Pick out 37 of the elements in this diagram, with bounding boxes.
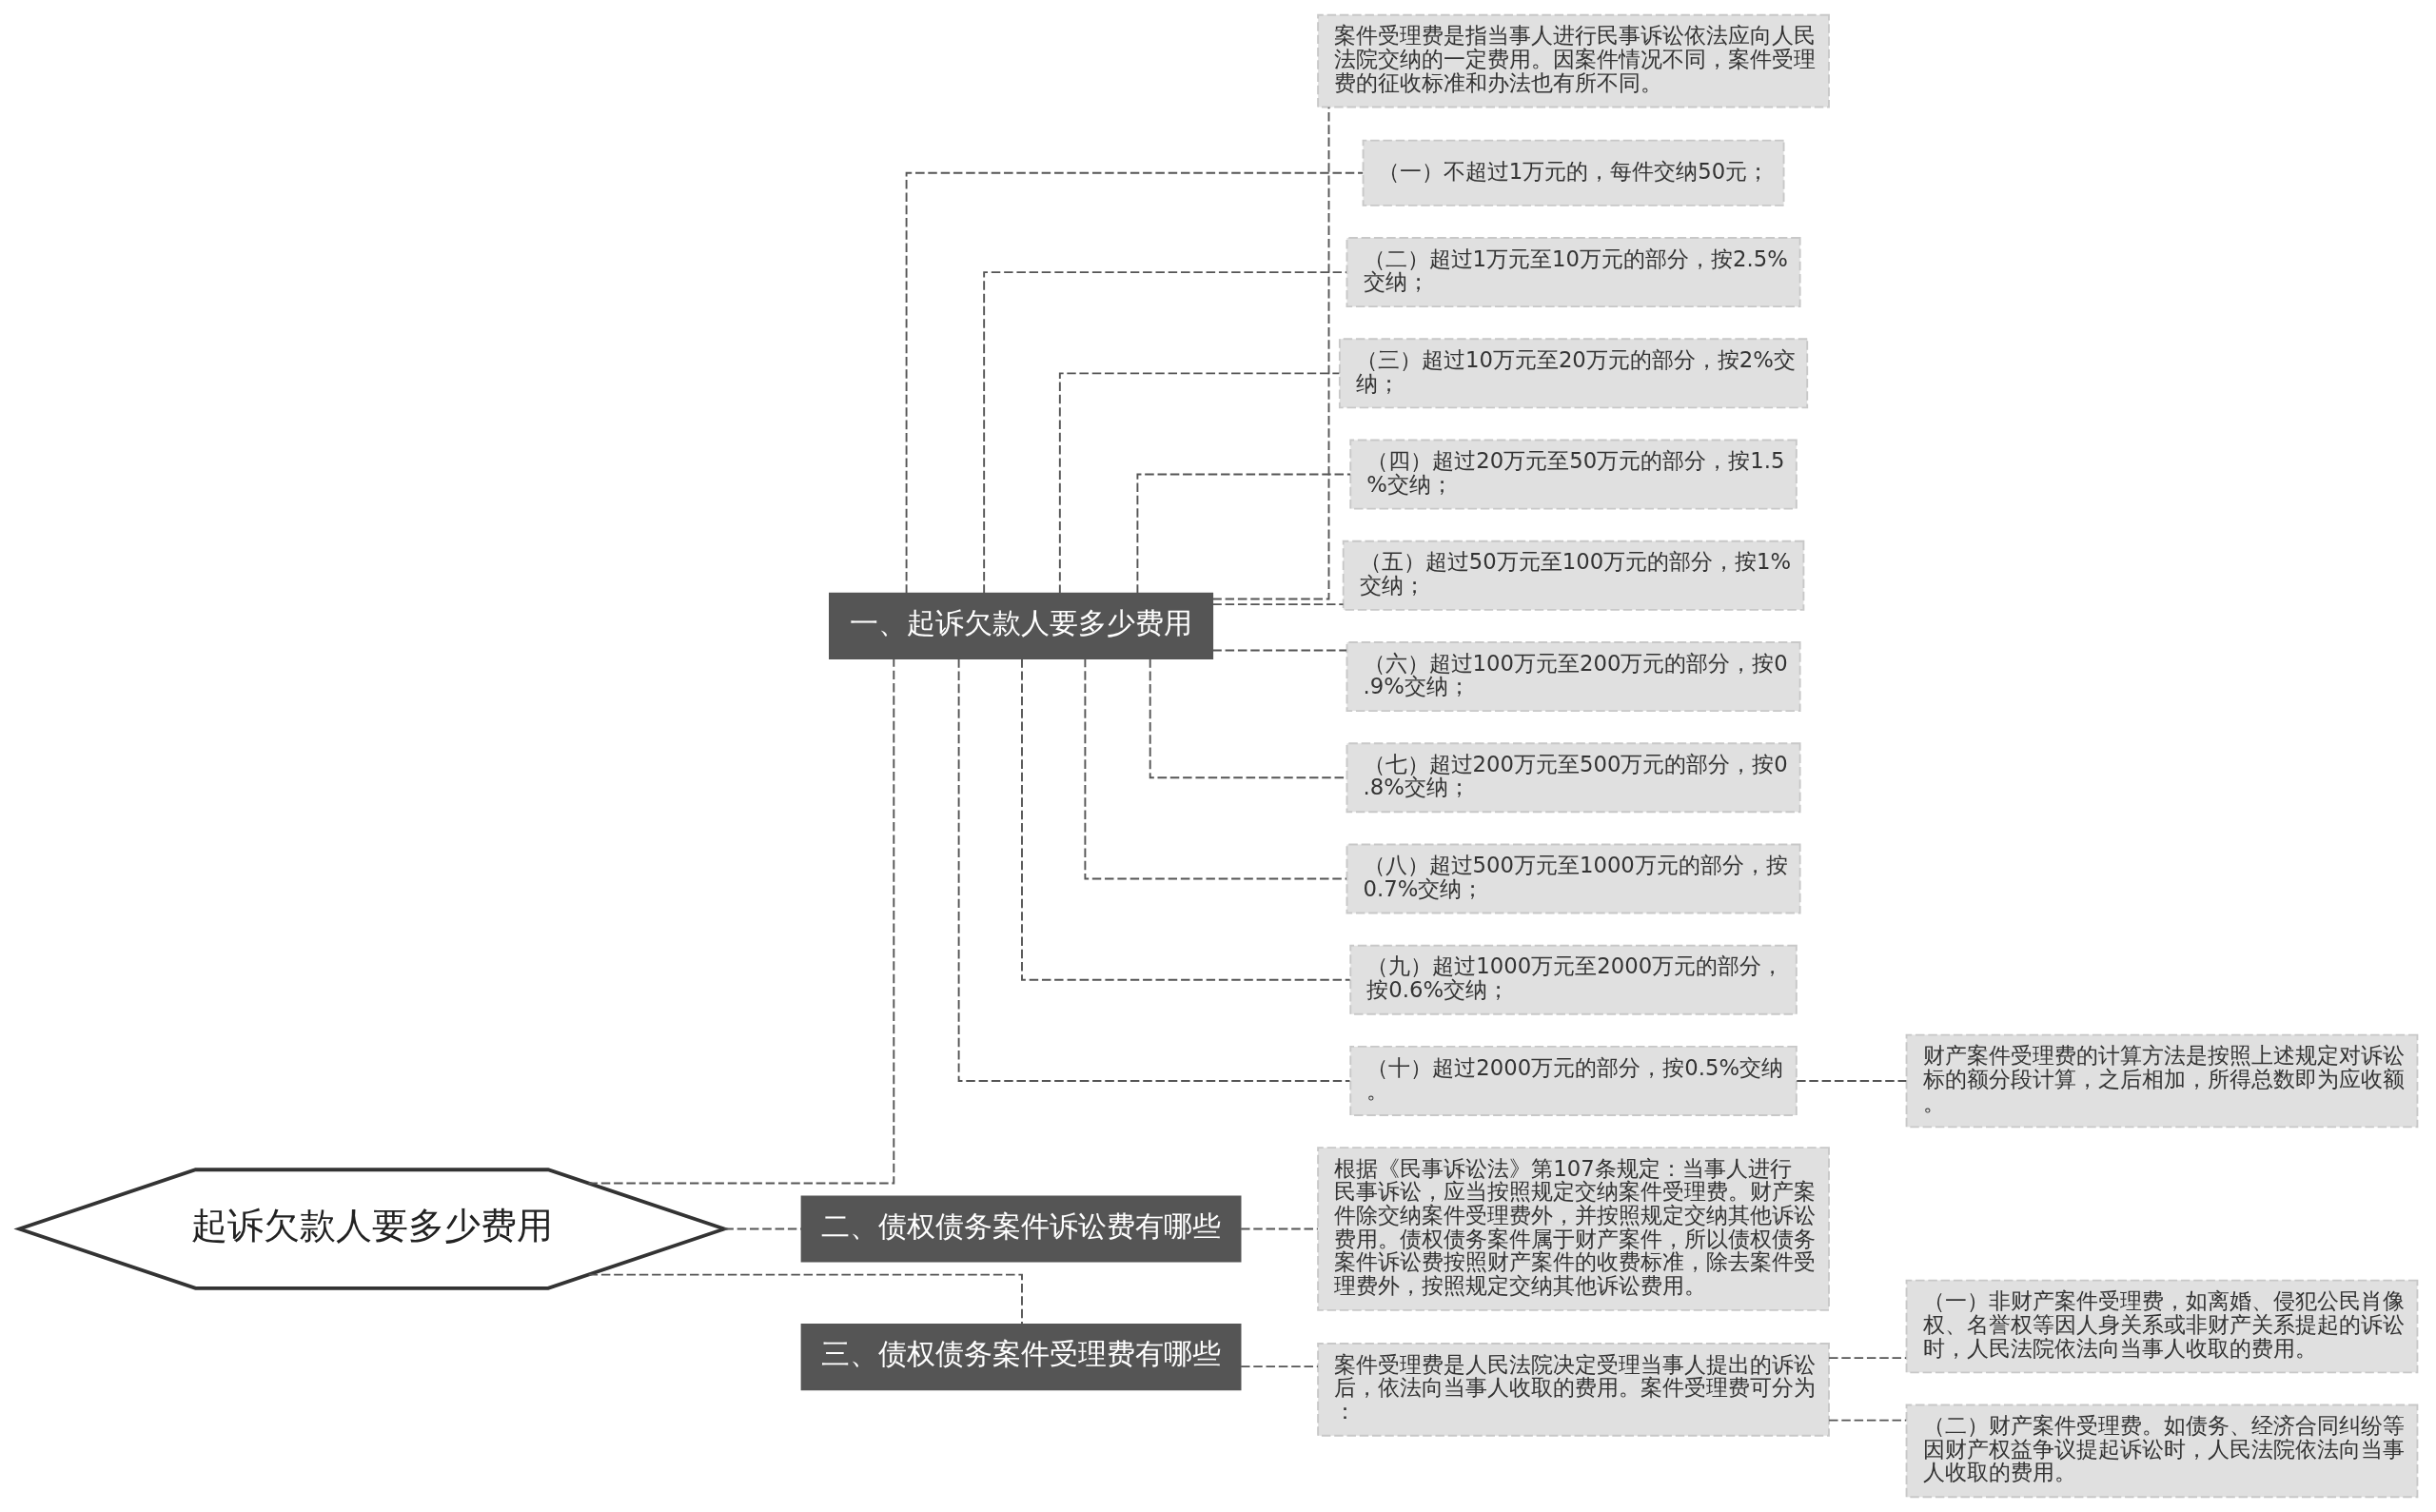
node-box: 一、起诉欠款人要多少费用 [828, 592, 1213, 659]
node-box: （二）超过1万元至10万元的部分，按2.5%交纳； [1346, 237, 1801, 308]
node-box: 根据《民事诉讼法》第107条规定：当事人进行民事诉讼，应当按照规定交纳案件受理费。财产案件除交纳案件受理费外，并按照规定交纳其他诉讼费用。债权债务案件属于财产案件，所以债权债务案件诉讼费按照财产案件的收费标准，除去案件受理费外，按照规定交纳其他诉讼费用。 [1316, 1147, 1830, 1311]
node-box: （十）超过2000万元的部分，按0.5%交纳。 [1348, 1045, 1798, 1116]
connector [957, 658, 1350, 1082]
node-box: 案件受理费是人民法院决定受理当事人提出的诉讼后，依法向当事人收取的费用。案件受理费可分为： [1316, 1343, 1830, 1437]
node-box: （六）超过100万元至200万元的部分，按0.9%交纳； [1346, 641, 1801, 713]
connector [1827, 1357, 1907, 1360]
connector [587, 658, 894, 1185]
connector [1135, 473, 1351, 595]
connector [1827, 1419, 1907, 1422]
connector [1239, 1365, 1319, 1368]
connector [1211, 649, 1347, 652]
node-box: 二、债权债务案件诉讼费有哪些 [800, 1195, 1241, 1263]
node-box: （二）财产案件受理费。如债务、经济合同纠纷等因财产权益争议提起诉讼时，人民法院依法向当事人收取的费用。 [1905, 1404, 2418, 1499]
connector [905, 171, 1364, 595]
node-box: （五）超过50万元至100万元的部分，按1%交纳； [1342, 540, 1804, 611]
connector [1211, 603, 1344, 606]
node-box: 案件受理费是指当事人进行民事诉讼依法应向人民法院交纳的一定费用。因案件情况不同，案件受理费的征收标准和办法也有所不同。 [1316, 13, 1830, 108]
node-box: 三、债权债务案件受理费有哪些 [800, 1324, 1241, 1391]
connector [1083, 658, 1347, 880]
node-box: （一）不超过1万元的，每件交纳50元； [1362, 139, 1784, 206]
node-box: （八）超过500万元至1000万元的部分，按0.7%交纳； [1346, 843, 1801, 914]
connector [1058, 372, 1340, 595]
connector [1795, 1080, 1907, 1082]
node-box: （一）非财产案件受理费，如离婚、侵犯公民肖像权、名誉权等因人身关系或非财产关系提起的诉讼时，人民法院依法向当事人收取的费用。 [1905, 1279, 2418, 1374]
connector [1239, 1227, 1319, 1230]
node-box: （四）超过20万元至50万元的部分，按1.5%交纳； [1348, 439, 1798, 510]
node-box: 财产案件受理费的计算方法是按照上述规定对诉讼标的额分段计算，之后相加，所得总数即为应收额。 [1905, 1033, 2418, 1129]
node-box: （三）超过10万元至20万元的部分，按2%交纳； [1338, 338, 1808, 409]
connector [1020, 658, 1351, 981]
connector [1210, 106, 1329, 600]
connector [982, 271, 1347, 595]
node-box: （七）超过200万元至500万元的部分，按0.8%交纳； [1346, 742, 1801, 814]
connector [587, 1273, 1023, 1325]
connector [722, 1227, 802, 1230]
node-box: （九）超过1000万元至2000万元的部分，按0.6%交纳； [1348, 944, 1798, 1015]
